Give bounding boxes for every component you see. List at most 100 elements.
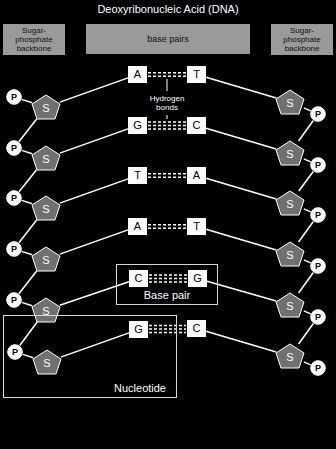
sugar-pentagon: S — [275, 343, 305, 369]
node-text: T — [134, 169, 141, 182]
phosphate-circle: P — [6, 89, 22, 105]
base-box: C — [129, 270, 148, 287]
node-text: S — [42, 254, 49, 266]
phosphate-circle: P — [6, 140, 22, 156]
bond-line — [20, 322, 37, 346]
base-box: G — [129, 321, 148, 338]
bond-line — [60, 78, 128, 102]
node-text: P — [11, 295, 17, 305]
node-text: C — [135, 272, 143, 285]
node-text: P — [11, 244, 17, 254]
bond-line — [206, 229, 276, 250]
phosphate-circle: P — [310, 207, 326, 223]
bond-line — [304, 311, 311, 314]
header-band: Sugar-phosphate backbone — [3, 24, 65, 55]
sugar-pentagon: S — [31, 195, 61, 221]
node-text: S — [286, 300, 293, 312]
phosphate-circle: P — [310, 258, 326, 274]
phosphate-circle: P — [6, 241, 22, 257]
node-text: S — [43, 357, 50, 369]
hydrogen-bond — [148, 73, 186, 77]
node-text: C — [193, 322, 201, 335]
bond-line — [206, 128, 276, 149]
bond-line — [22, 200, 33, 203]
base-box: C — [187, 320, 206, 337]
node-text: S — [42, 102, 49, 114]
sugar-pentagon: S — [31, 94, 61, 120]
sugar-pentagon: S — [275, 292, 305, 318]
node-text: S — [286, 198, 293, 210]
node-text: P — [315, 312, 321, 322]
header-band: Sugar-phosphate backbone — [271, 24, 333, 55]
bond-line — [206, 178, 276, 199]
phosphate-circle: P — [310, 106, 326, 122]
node-text: G — [133, 119, 142, 132]
bond-line — [304, 362, 311, 365]
node-text: P — [315, 261, 321, 271]
bond-line — [22, 251, 33, 254]
node-text: P — [11, 92, 17, 102]
base-box: C — [187, 117, 206, 134]
node-text: Sugar-phosphate backbone — [5, 26, 63, 53]
sugar-pentagon: S — [32, 349, 62, 375]
bond-line — [22, 150, 33, 153]
bond-line — [206, 331, 276, 352]
bond-line — [299, 323, 314, 344]
node-text: P — [315, 363, 321, 373]
node-text: P — [11, 143, 17, 153]
bond-line — [19, 220, 37, 243]
bond-line — [22, 99, 33, 102]
node-text: S — [286, 148, 293, 160]
node-text: P — [12, 347, 18, 357]
leader-line — [167, 79, 168, 91]
bond-line — [60, 129, 128, 153]
node-text: T — [193, 68, 200, 81]
node-text: base pairs — [147, 35, 189, 44]
bond-line — [19, 271, 37, 294]
hydrogen-bond — [149, 326, 186, 333]
phosphate-circle: P — [310, 360, 326, 376]
hydrogen-bond — [149, 275, 187, 282]
bond-line — [61, 333, 129, 357]
sugar-pentagon: S — [31, 145, 61, 171]
node-text: P — [11, 193, 17, 203]
bond-line — [19, 170, 36, 192]
bond-line — [60, 230, 128, 254]
base-box: G — [188, 270, 207, 287]
sugar-pentagon: S — [275, 190, 305, 216]
bond-line — [299, 171, 313, 191]
sugar-pentagon: S — [275, 140, 305, 166]
node-text: P — [315, 210, 321, 220]
bond-line — [299, 120, 314, 141]
base-box: A — [187, 167, 206, 184]
base-box: G — [128, 117, 147, 134]
bond-line — [304, 159, 311, 162]
bond-line — [299, 221, 314, 242]
bond-line — [206, 77, 276, 98]
sugar-pentagon: S — [31, 297, 61, 323]
hydrogen-bond — [148, 174, 186, 178]
node-text: G — [193, 272, 202, 285]
node-text: S — [42, 203, 49, 215]
bond-line — [299, 272, 314, 293]
leader-line — [167, 115, 168, 119]
node-text: C — [193, 119, 201, 132]
bond-line — [19, 119, 37, 142]
bond-line — [60, 282, 129, 306]
node-text: A — [134, 68, 141, 81]
bond-line — [304, 260, 311, 263]
node-text: Nucleotide — [114, 382, 166, 395]
node-text: A — [193, 169, 200, 182]
sugar-pentagon: S — [275, 241, 305, 267]
group-frame: Nucleotide P S G — [3, 315, 177, 398]
phosphate-circle: P — [7, 344, 23, 360]
base-box: A — [128, 218, 147, 235]
base-box: T — [187, 66, 206, 83]
header-band: base pairs — [86, 24, 250, 54]
node-text: T — [193, 220, 200, 233]
node-text: S — [286, 351, 293, 363]
node-text: S — [286, 97, 293, 109]
node-text: S — [286, 249, 293, 261]
